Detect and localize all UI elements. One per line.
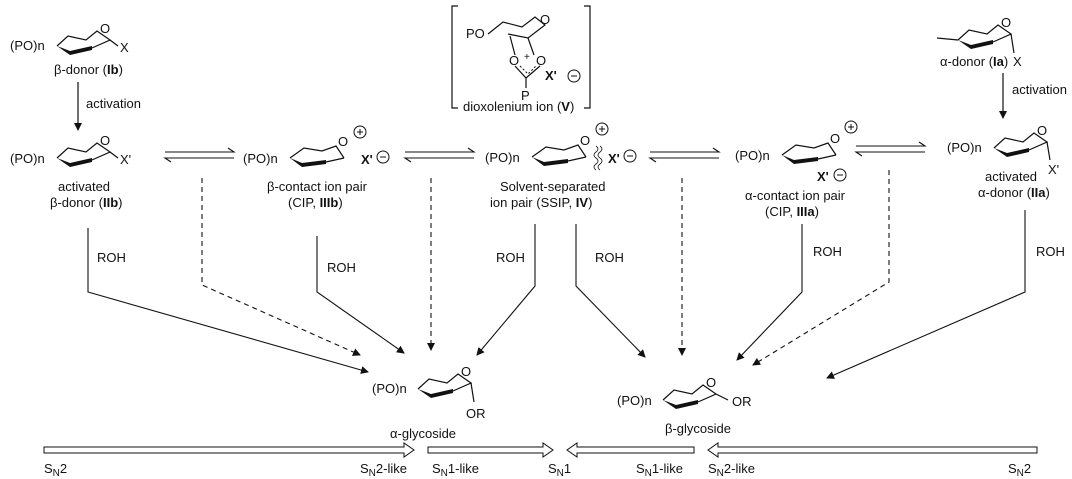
iiib-po-label: (PO)n	[243, 151, 278, 166]
iia-po-label: (PO)n	[947, 140, 982, 155]
alpha-product-ring-oxygen: O	[461, 364, 471, 379]
iiia-po-label: (PO)n	[735, 148, 770, 163]
dioxolenium-ion-v: PO O O O + P X' dioxolenium ion (V)	[451, 5, 591, 114]
equilibrium-iv-iiia-forward	[650, 147, 721, 153]
iia-ring-oxygen: O	[1037, 123, 1047, 138]
iiib-name-line2: (CIP, IIIb)	[288, 195, 343, 210]
roh-label-iib: ROH	[97, 250, 126, 265]
iv-solvent-separation-wavy	[593, 145, 603, 171]
iiib-ring-oxygen: O	[338, 134, 348, 149]
iib-name-line1: activated	[58, 179, 110, 194]
iib-name-line2: β-donor (IIb)	[50, 195, 123, 210]
beta-contact-ion-pair-iiib: (PO)n O X' β-contact ion pair (CIP, IIIb…	[243, 125, 390, 210]
iia-leaving-group: X'	[1048, 162, 1059, 177]
ia-name-label: α-donor (Ia)	[940, 54, 1008, 69]
v-po-label: PO	[466, 26, 485, 41]
path-iiia-iia-to-beta-dashed	[752, 170, 890, 366]
beta-product-po-label: (PO)n	[617, 393, 652, 408]
scale-label-sn2like-right: SN2-like	[708, 461, 755, 479]
v-p-label: P	[521, 88, 530, 103]
iv-name-line2: ion pair (SSIP, IV)	[490, 195, 592, 210]
iv-name-line1: Solvent-separated	[500, 179, 606, 194]
ia-ring-oxygen: O	[1001, 15, 1011, 30]
equilibrium-iv-iiia-back	[648, 157, 719, 163]
equilibrium-iiib-iv-back	[403, 157, 474, 163]
beta-glycoside-product: (PO)n O OR β-glycoside	[617, 375, 752, 436]
equilibrium-iiib-iv-forward	[405, 147, 476, 153]
v-o-right: O	[536, 53, 546, 68]
alpha-product-or-label: OR	[466, 406, 486, 421]
iib-ring-oxygen: O	[100, 133, 110, 148]
ia-leaving-group: X	[1013, 54, 1022, 69]
ib-po-label: (PO)n	[10, 38, 45, 53]
activated-alpha-donor-iia: (PO)n O X' activated α-donor (IIa)	[947, 123, 1059, 200]
equilibrium-iib-iiib-forward	[165, 147, 236, 153]
scale-label-sn1like-right: SN1-like	[636, 461, 683, 479]
iiib-name-line1: β-contact ion pair	[267, 179, 368, 194]
beta-glycoside-label: β-glycoside	[665, 421, 731, 436]
roh-label-iia: ROH	[1036, 244, 1065, 259]
iia-name-line2: α-donor (IIa)	[978, 185, 1050, 200]
iib-po-label: (PO)n	[10, 151, 45, 166]
activated-beta-donor-iib: (PO)n O X' activated β-donor (IIb)	[10, 133, 131, 210]
scale-arrow-sn2-to-sn2like	[43, 442, 415, 458]
path-iib-to-alpha	[87, 228, 369, 374]
iiia-ring-oxygen: O	[830, 131, 840, 146]
alpha-glycoside-product: (PO)n O OR α-glycoside	[372, 364, 486, 441]
v-name-label: dioxolenium ion (V)	[463, 99, 574, 114]
ib-leaving-group: X	[120, 40, 129, 55]
roh-label-iiia: ROH	[813, 244, 842, 259]
iv-counterion: X'	[608, 151, 620, 166]
equilibrium-iiia-iia-back	[854, 151, 925, 157]
activation-label-right: activation	[1012, 82, 1067, 97]
solvent-separated-ion-pair-iv: (PO)n O X' Solvent-separated ion pair (S…	[485, 122, 637, 210]
alpha-glycoside-label: α-glycoside	[390, 426, 456, 441]
scale-label-sn1-center: SN1	[548, 461, 571, 479]
equilibrium-arrows	[163, 141, 927, 163]
mechanism-scale: SN2 SN2-like SN1-like SN1 SN1-like SN2-l…	[43, 442, 1038, 479]
roh-label-iiib: ROH	[327, 260, 356, 275]
activation-label-left: activation	[86, 96, 141, 111]
alpha-contact-ion-pair-iiia: (PO)n O X' α-contact ion pair (CIP, IIIa…	[735, 120, 858, 219]
iib-leaving-group: X'	[120, 152, 131, 167]
path-iv-to-alpha	[476, 224, 536, 356]
alpha-donor-ia: O X α-donor (Ia)	[936, 15, 1022, 69]
iia-name-line1: activated	[985, 169, 1037, 184]
beta-product-ring-oxygen: O	[706, 375, 716, 390]
scale-label-sn2-left: SN2	[44, 461, 67, 479]
scale-label-sn2like-left: SN2-like	[360, 461, 407, 479]
iv-po-label: (PO)n	[485, 150, 520, 165]
scale-label-sn2-right: SN2	[1008, 461, 1031, 479]
v-o-left: O	[509, 53, 519, 68]
v-plus-sign: +	[524, 52, 530, 63]
ib-name-label: β-donor (Ib)	[54, 62, 123, 77]
iiia-counterion: X'	[817, 169, 829, 184]
scale-arrow-sn2-to-sn2like-right	[707, 442, 1038, 458]
roh-label-iv-beta: ROH	[595, 250, 624, 265]
path-iiia-to-beta	[736, 224, 803, 361]
scale-arrow-sn1like-left	[427, 442, 554, 458]
v-counterion: X'	[545, 68, 557, 83]
iiib-counterion: X'	[361, 152, 373, 167]
roh-label-iv-alpha: ROH	[496, 250, 525, 265]
equilibrium-iiia-iia-forward	[856, 141, 927, 147]
iv-ring-oxygen: O	[580, 133, 590, 148]
beta-product-or-label: OR	[732, 394, 752, 409]
ib-ring-oxygen: O	[100, 21, 110, 36]
scale-label-sn1like-left: SN1-like	[432, 461, 479, 479]
alpha-product-po-label: (PO)n	[372, 381, 407, 396]
scale-arrow-sn1like-right	[566, 442, 695, 458]
path-iia-to-beta	[826, 210, 1026, 379]
equilibrium-iib-iiib-back	[163, 157, 234, 163]
path-iiib-to-alpha	[316, 236, 405, 354]
v-ring-oxygen: O	[540, 12, 550, 27]
iiia-name-line1: α-contact ion pair	[745, 188, 846, 203]
path-iv-to-beta	[575, 224, 646, 358]
beta-donor-ib: (PO)n O X β-donor (Ib)	[10, 21, 129, 77]
iiia-name-line2: (CIP, IIIa)	[765, 204, 819, 219]
